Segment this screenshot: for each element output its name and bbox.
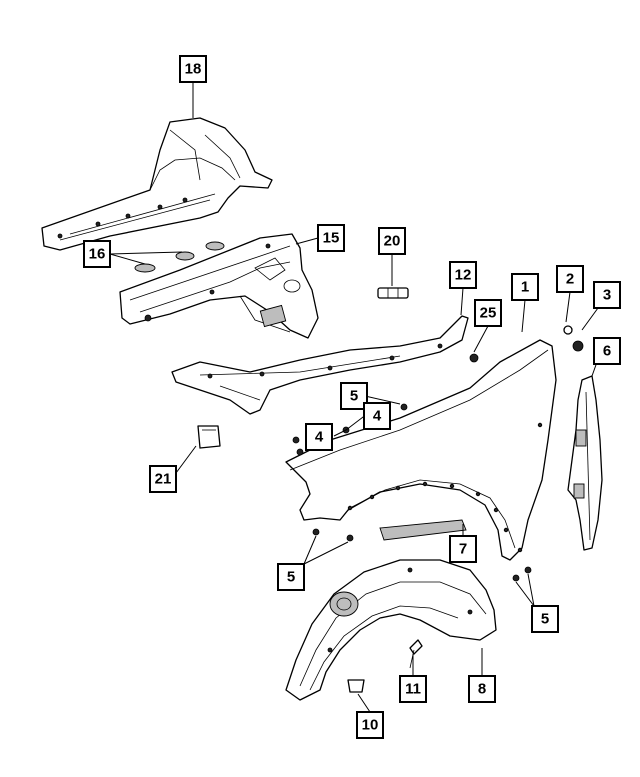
part-6-seal [567,375,603,551]
callout-5-left: 5 [277,563,305,591]
part-7-molding [379,519,467,541]
callout-8: 8 [468,675,496,703]
callout-label: 11 [405,681,421,698]
callout-15: 15 [317,224,345,252]
callout-3: 3 [593,281,621,309]
callout-2: 2 [556,265,584,293]
callout-label: 3 [603,287,611,304]
callout-label: 5 [350,388,358,405]
callout-label: 15 [323,230,340,247]
callout-label: 18 [185,61,202,78]
callout-7: 7 [449,535,477,563]
callout-25: 25 [474,299,502,327]
callout-20: 20 [378,227,406,255]
part-8-wheelhouse-liner [285,559,497,701]
part-1-fender [285,339,557,561]
callout-label: 8 [478,681,486,698]
part-16-plugs [134,241,225,273]
callout-5-upper: 5 [340,382,368,410]
leader-lines [109,82,599,713]
callout-label: 5 [287,569,295,586]
callout-label: 25 [480,305,497,322]
callout-label: 20 [384,233,401,250]
callout-10: 10 [356,711,384,739]
callout-12: 12 [449,261,477,289]
callout-label: 4 [315,429,324,446]
callout-18: 18 [179,55,207,83]
callout-4-upper: 4 [363,402,391,430]
callout-label: 7 [459,541,467,558]
callout-label: 16 [89,246,106,263]
callout-label: 1 [521,279,529,296]
callout-label: 6 [603,343,611,360]
part-15-apron [119,233,319,339]
part-21-clip [197,425,221,449]
callout-label: 2 [566,271,574,288]
callout-label: 21 [155,471,172,488]
callout-6: 6 [593,337,621,365]
fasteners [292,325,584,693]
part-20-bracket [377,287,409,299]
callout-label: 10 [362,717,379,734]
callout-5-right: 5 [531,605,559,633]
callout-11: 11 [399,675,427,703]
callout-1: 1 [511,273,539,301]
callout-4-lower: 4 [305,423,333,451]
callout-label: 4 [373,408,382,425]
callout-label: 12 [455,267,472,284]
part-12-cowl-reinforcement [171,315,469,415]
callout-16: 16 [83,240,111,268]
callout-label: 5 [541,611,549,628]
part-18-upper-rail [41,117,273,251]
callout-21: 21 [149,465,177,493]
